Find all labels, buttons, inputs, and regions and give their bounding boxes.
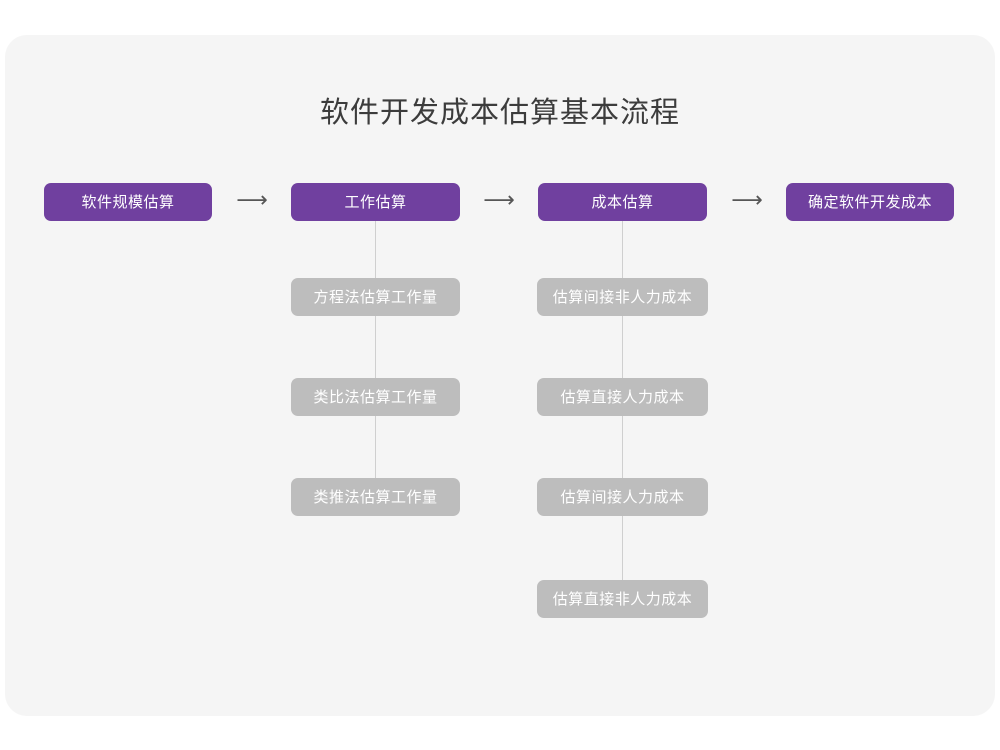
connector-line-work-estimation — [375, 221, 376, 501]
sub-node-indirect-non-labor-cost[interactable]: 估算间接非人力成本 — [537, 278, 708, 316]
arrow-right-icon: ⟶ — [731, 188, 763, 213]
page-title: 软件开发成本估算基本流程 — [319, 97, 680, 129]
arrow-right-icon: ⟶ — [483, 188, 515, 213]
sub-node-analogy-method-effort[interactable]: 类比法估算工作量 — [291, 378, 460, 416]
flow-node-software-scale-estimation[interactable]: 软件规模估算 — [44, 183, 212, 221]
sub-node-analogue-method-effort[interactable]: 类推法估算工作量 — [291, 478, 460, 516]
diagram-card-background — [5, 35, 995, 716]
sub-node-indirect-labor-cost[interactable]: 估算间接人力成本 — [537, 478, 708, 516]
sub-node-direct-labor-cost[interactable]: 估算直接人力成本 — [537, 378, 708, 416]
arrow-right-icon: ⟶ — [236, 188, 268, 213]
sub-node-direct-non-labor-cost[interactable]: 估算直接非人力成本 — [537, 580, 708, 618]
flow-node-work-estimation[interactable]: 工作估算 — [291, 183, 460, 221]
sub-node-equation-method-effort[interactable]: 方程法估算工作量 — [291, 278, 460, 316]
flow-node-determine-development-cost[interactable]: 确定软件开发成本 — [786, 183, 954, 221]
flow-node-cost-estimation[interactable]: 成本估算 — [538, 183, 707, 221]
